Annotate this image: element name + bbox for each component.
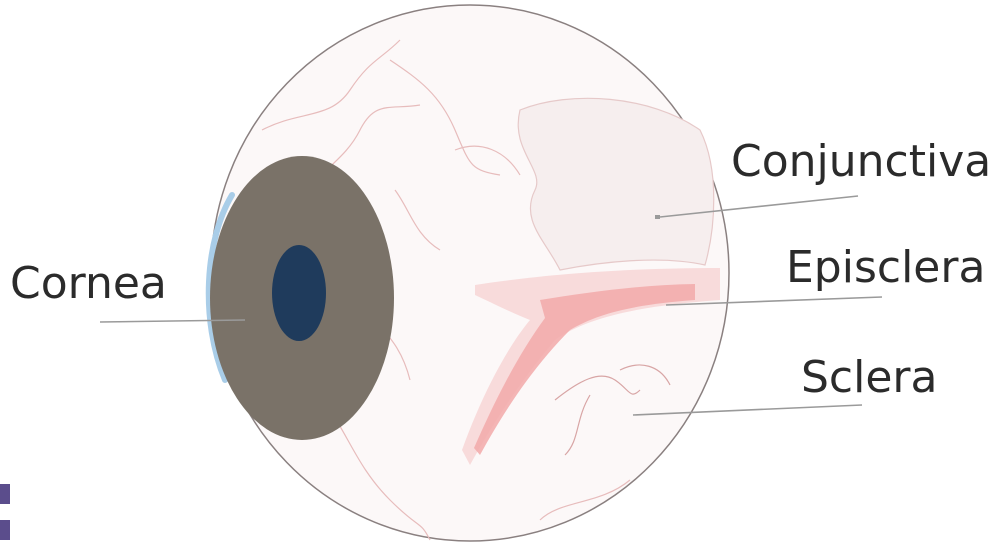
conjunctiva-label: Conjunctiva xyxy=(731,140,990,184)
episclera-label: Episclera xyxy=(786,246,985,290)
corner-mark-top xyxy=(0,484,10,504)
pupil xyxy=(272,245,326,341)
sclera-label: Sclera xyxy=(801,356,937,400)
cornea-label: Cornea xyxy=(10,262,167,306)
conjunctiva-region xyxy=(518,98,714,270)
corner-mark-bottom xyxy=(0,520,10,540)
